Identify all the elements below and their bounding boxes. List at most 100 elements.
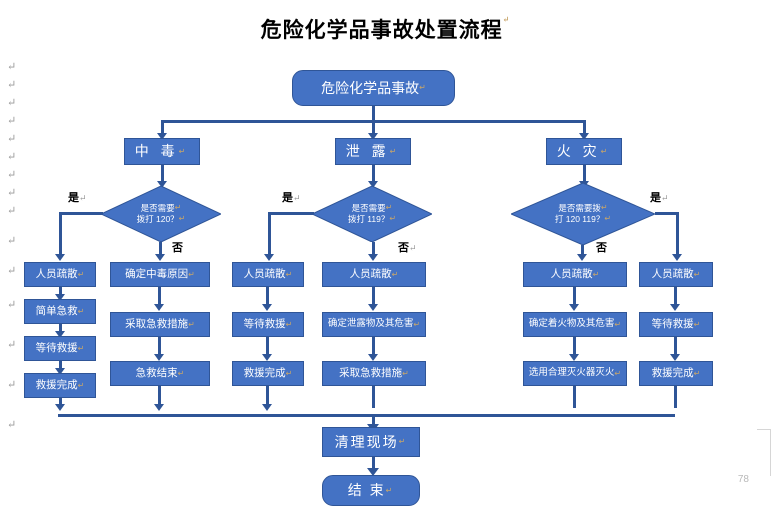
connector-bus-to-cleanup [372,414,375,428]
node-step-fire-no-2[interactable]: 确定着火物及其危害↵ [523,312,627,337]
arrowhead-c1-out [55,404,65,411]
paragraph-mark: ↵ [389,146,401,156]
connector-c5-2 [573,337,576,356]
page-title: 危险化学品事故处置流程↵ [260,15,511,42]
connector-c1-out [59,398,62,408]
paragraph-mark: ↵ [604,214,612,223]
branch-label-no-fire: 否 [596,242,607,254]
node-step-leak-no-3[interactable]: 采取急救措施↵ [322,361,426,386]
node-decision-leak-text: 是否需要↵ 拨打 119？↵ [312,186,432,242]
paragraph-mark: ↵ [614,368,622,378]
paragraph-mark: ↵ [177,368,185,378]
node-end[interactable]: 结 束↵ [322,475,420,506]
node-step-poison-yes-4[interactable]: 救援完成↵ [24,373,96,398]
node-category-leak[interactable]: 泄 露↵ [335,138,411,165]
node-category-leak-label: 泄 露 [345,143,390,160]
paragraph-mark: ↵ [178,214,186,223]
connector-leak-yes-v [268,212,271,256]
node-step-poison-no-2[interactable]: 采取急救措施↵ [110,312,210,337]
node-step-leak-yes-2[interactable]: 等待救援↵ [232,312,304,337]
node-category-fire[interactable]: 火 灾↵ [546,138,622,165]
connector-to-poison [161,120,164,136]
connector-poison-no-v [159,242,162,256]
node-label: 人员疏散 [651,268,694,281]
connector-c5-out [573,386,576,408]
node-step-fire-no-1[interactable]: 人员疏散↵ [523,262,627,287]
arrowhead-fire-yes [672,254,682,261]
node-cleanup[interactable]: 清理现场↵ [322,427,420,457]
node-decision-fire-text: 是否需要拨↵ 打 120 119？↵ [511,183,655,245]
node-decision-fire[interactable]: 是否需要拨↵ 打 120 119？↵ [511,183,655,245]
node-step-poison-no-1[interactable]: 确定中毒原因↵ [110,262,210,287]
node-step-leak-yes-3[interactable]: 救援完成↵ [232,361,304,386]
node-step-leak-no-1[interactable]: 人员疏散↵ [322,262,426,287]
connector-c1-3 [59,361,62,370]
paragraph-mark: ↵ [188,319,195,329]
node-step-poison-yes-3[interactable]: 等待救援↵ [24,336,96,361]
node-step-fire-yes-3[interactable]: 救援完成↵ [639,361,713,386]
connector-c3-1 [266,287,269,306]
connector-fire-no-v [581,245,584,256]
node-step-poison-yes-2[interactable]: 简单急救↵ [24,299,96,324]
decision-line2: 拨打 120？ [136,214,179,224]
node-label: 人员疏散 [550,268,593,281]
paragraph-mark: ↵ [7,205,17,217]
arrowhead-c3-out [262,404,272,411]
connector-c2-out [158,386,161,408]
node-label: 确定着火物及其危害 [528,318,615,330]
connector-c6-out [674,386,677,408]
arrowhead-c4-2 [368,354,378,361]
connector-leak-yes-h [268,212,314,215]
decision-line2: 打 120 119？ [554,214,605,224]
node-label: 确定泄露物及其危害 [327,318,414,330]
node-step-fire-yes-2[interactable]: 等待救援↵ [639,312,713,337]
connector-to-leak [372,120,375,136]
node-decision-leak[interactable]: 是否需要↵ 拨打 119？↵ [312,186,432,242]
connector-fire-yes-v [676,212,679,256]
node-step-poison-no-3[interactable]: 急救结束↵ [110,361,210,386]
node-label: 人员疏散 [243,268,286,281]
branch-label-yes-poison: 是↵ [68,192,87,204]
arrowhead-c2-1 [154,304,164,311]
paragraph-mark: ↵ [7,133,17,145]
paragraph-mark: ↵ [7,61,17,73]
connector-c5-1 [573,287,576,306]
node-label: 急救结束 [135,367,178,380]
connector-c4-out [372,386,375,408]
arrowhead-fire [579,133,589,140]
page-number: 78 [737,474,749,485]
paragraph-mark: ↵ [600,203,608,213]
paragraph-mark: ↵ [7,97,17,109]
paragraph-mark: ↵ [614,319,622,329]
connector-c2-2 [158,337,161,356]
node-label: 等待救援 [243,318,286,331]
paragraph-mark: ↵ [7,151,17,163]
node-step-poison-yes-1[interactable]: 人员疏散↵ [24,262,96,287]
node-decision-poison[interactable]: 是否需要↵ 拨打 120？↵ [101,186,221,242]
arrowhead-c1-1 [55,294,65,301]
node-step-fire-yes-1[interactable]: 人员疏散↵ [639,262,713,287]
connector-c3-2 [266,337,269,356]
paragraph-mark: ↵ [178,146,190,156]
connector-leak-to-decision [372,165,375,184]
arrowhead-end [367,468,379,476]
node-label: 简单急救 [35,305,78,318]
node-step-leak-no-2[interactable]: 确定泄露物及其危害↵ [322,312,426,337]
arrowhead-c4-1 [368,304,378,311]
arrowhead-decision-leak [368,181,378,188]
arrowhead-fire-no [577,254,587,261]
node-step-leak-yes-1[interactable]: 人员疏散↵ [232,262,304,287]
paragraph-mark: ↵ [188,269,195,279]
paragraph-mark-title: ↵ [502,15,511,24]
paragraph-mark: ↵ [77,269,85,279]
node-label: 等待救援 [35,342,78,355]
connector-poison-yes-v [59,212,62,256]
node-start[interactable]: 危险化学品事故↵ [292,70,455,106]
node-category-poison[interactable]: 中 毒↵ [124,138,200,165]
node-label: 确定中毒原因 [125,268,189,281]
node-label: 救援完成 [651,367,694,380]
paragraph-mark: ↵ [7,115,17,127]
node-step-fire-no-3[interactable]: 选用合理灭火器灭火↵ [523,361,627,386]
diamond-shape [101,186,221,242]
